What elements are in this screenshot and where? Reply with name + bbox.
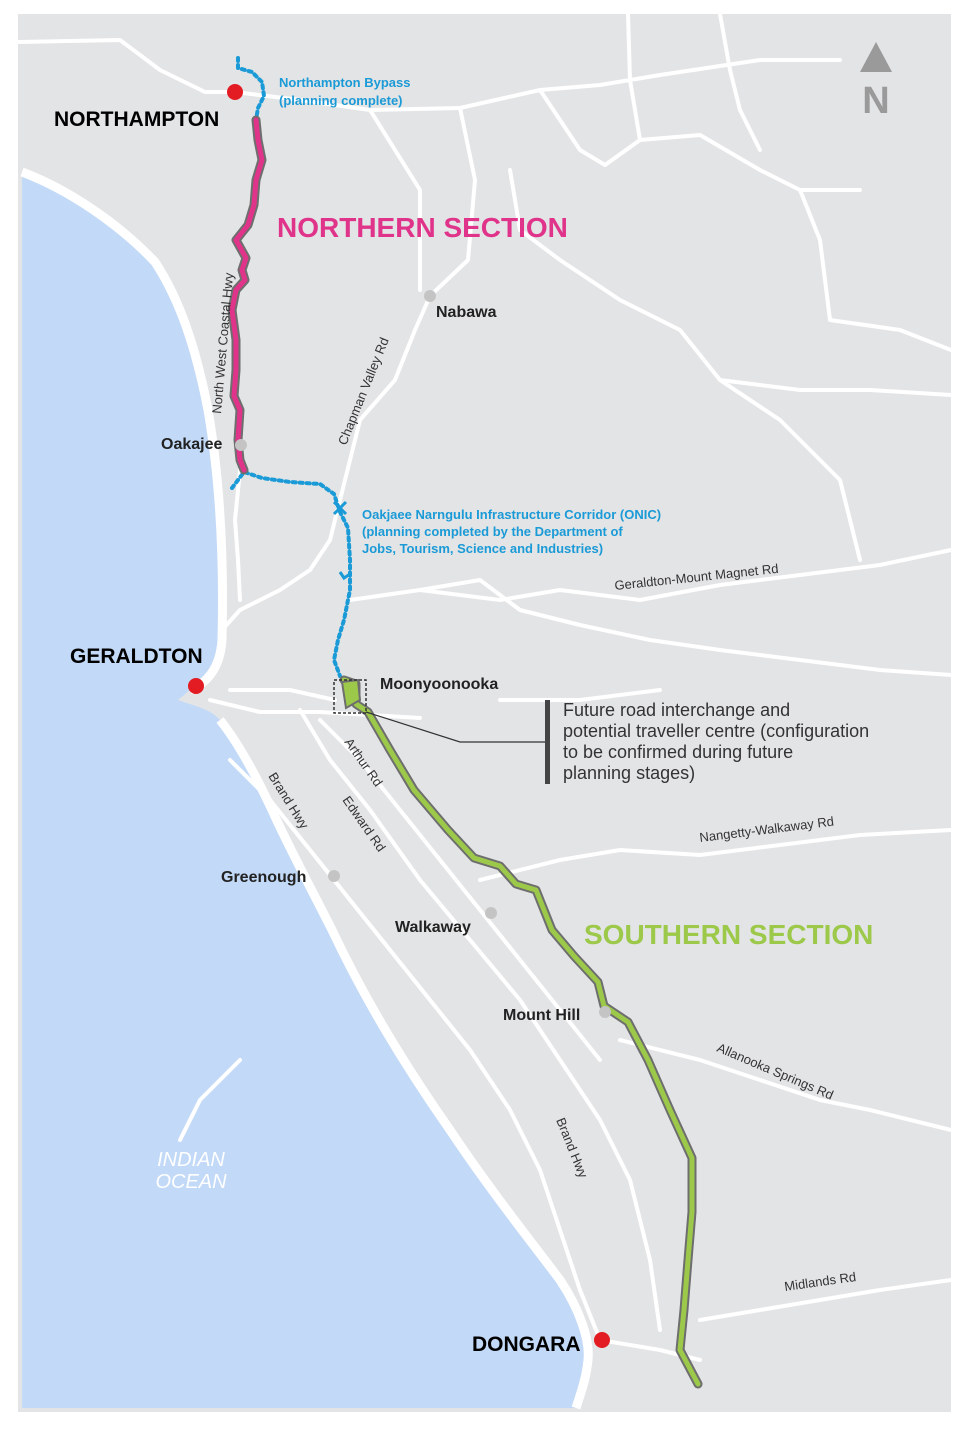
north-label: N	[862, 80, 889, 122]
place-label-walkaway: Walkaway	[395, 919, 471, 936]
bypass-note-line-1: Northampton Bypass	[279, 75, 410, 90]
northampton-marker	[227, 84, 243, 100]
place-label-mount-hill: Mount Hill	[503, 1007, 580, 1024]
onic-note-line-2: (planning completed by the Department of	[362, 524, 623, 539]
nabawa-marker	[424, 290, 436, 302]
callout-line-1: Future road interchange and	[563, 700, 790, 720]
callout-bar	[545, 700, 550, 784]
geraldton-marker	[188, 678, 204, 694]
place-label-oakajee: Oakajee	[161, 436, 222, 453]
bypass-note-line-2: (planning complete)	[279, 93, 403, 108]
oakajee-marker	[235, 439, 247, 451]
northern-section-fill	[229, 117, 265, 473]
callout-line-4: planning stages)	[563, 763, 695, 783]
dongara-marker	[594, 1332, 610, 1348]
onic-note-line-3: Jobs, Tourism, Science and Industries)	[362, 541, 603, 556]
place-label-nabawa: Nabawa	[436, 304, 497, 321]
ocean-label-line-1: INDIAN	[157, 1149, 225, 1171]
road-network	[16, 12, 953, 1362]
town-label-dongara: DONGARA	[472, 1333, 581, 1356]
callout-leader-line	[365, 711, 546, 743]
interchange-highlight-box	[333, 679, 367, 714]
northampton-bypass-route	[236, 56, 267, 122]
onic-note-line-1: Oakjaee Narngulu Infrastructure Corridor…	[362, 507, 661, 522]
onic-corridor-route	[230, 469, 352, 678]
southern-section-label: SOUTHERN SECTION	[584, 919, 873, 950]
place-label-greenough: Greenough	[221, 869, 306, 886]
walkaway-marker	[485, 907, 497, 919]
ocean-label-line-2: OCEAN	[155, 1171, 227, 1193]
northern-section-label: NORTHERN SECTION	[277, 212, 568, 243]
onic-crossing-mark	[332, 500, 351, 581]
greenough-marker	[328, 870, 340, 882]
town-label-geraldton: GERALDTON	[70, 645, 203, 668]
mount-hill-marker	[599, 1006, 611, 1018]
interchange-shape	[340, 678, 362, 710]
town-label-northampton: NORTHAMPTON	[54, 108, 219, 131]
southern-section-fill	[341, 677, 701, 1387]
callout-line-2: potential traveller centre (configuratio…	[563, 721, 869, 741]
callout-line-3: to be confirmed during future	[563, 742, 793, 762]
ocean-area	[22, 172, 589, 1408]
north-arrow-icon	[860, 42, 892, 72]
coastline	[20, 167, 593, 1410]
place-label-moonyoonooka: Moonyoonooka	[380, 676, 498, 693]
